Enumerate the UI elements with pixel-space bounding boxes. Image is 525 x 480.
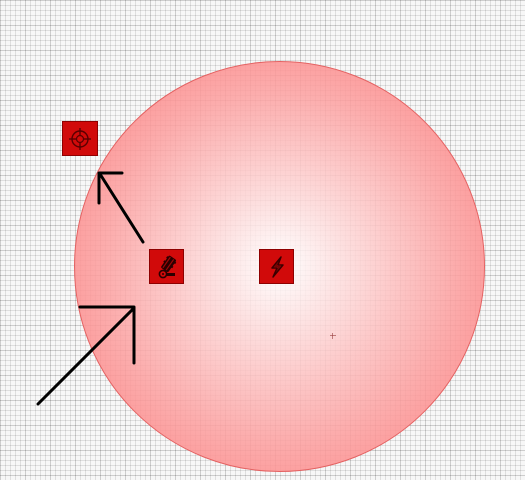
power-unit[interactable]: [259, 249, 294, 284]
target-unit[interactable]: [62, 121, 98, 156]
crosshair-icon: [69, 127, 91, 150]
cannon-unit[interactable]: [149, 249, 184, 284]
lightning-bolt-icon: [270, 255, 284, 278]
cannon-icon: [158, 255, 176, 278]
center-marker: [330, 333, 336, 339]
